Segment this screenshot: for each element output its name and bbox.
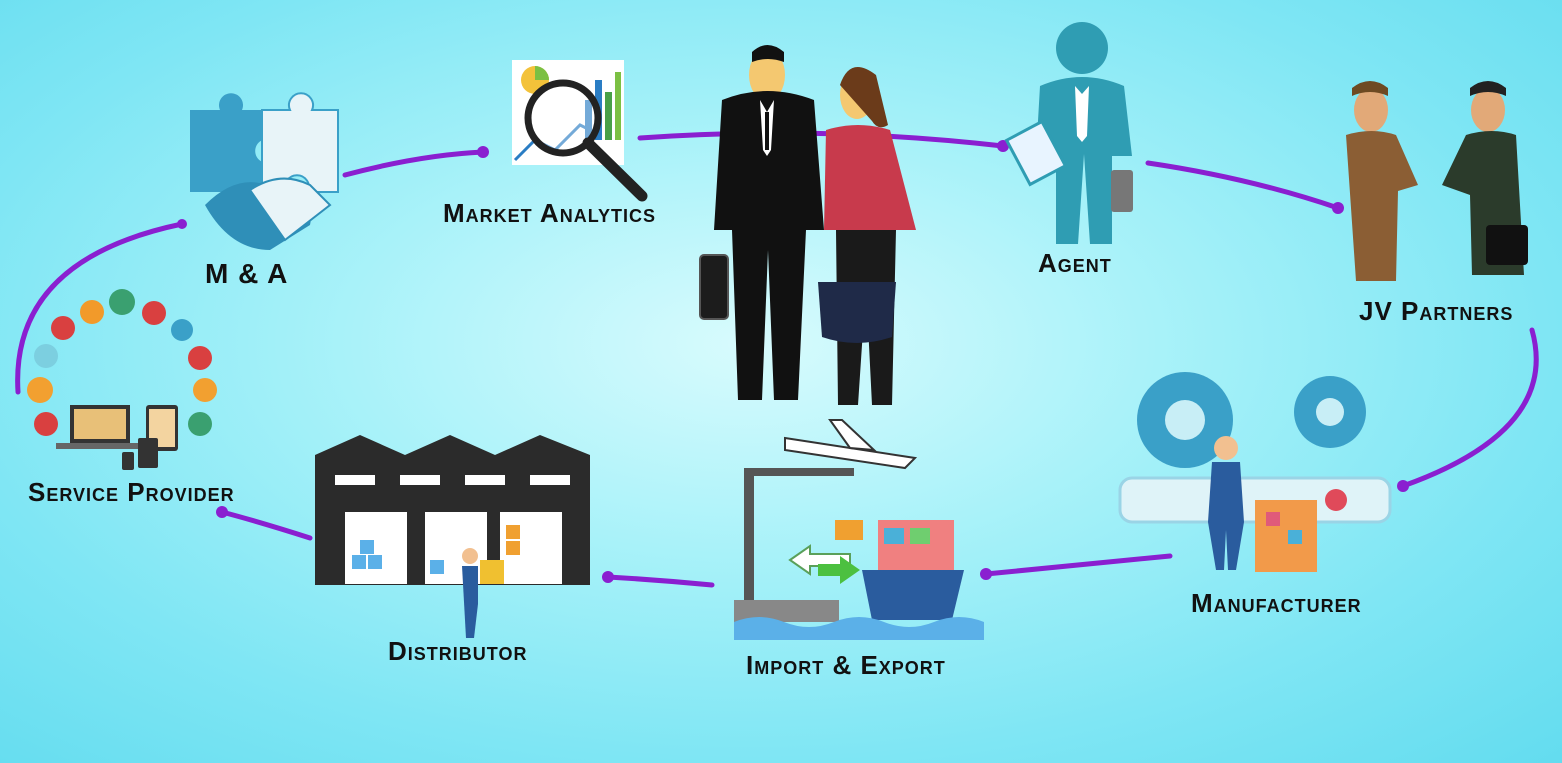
node-label-distributor: Distributor [388, 636, 528, 666]
node-label-ma: M & A [205, 258, 289, 289]
ship-plane-crane-icon [734, 419, 984, 640]
warehouse-icon [315, 435, 590, 638]
node-label-service-provider: Service Provider [28, 477, 235, 507]
devices-apps-icon [27, 289, 217, 470]
node-label-import-export: Import & Export [746, 650, 946, 680]
connector-ie-distributor [605, 574, 715, 588]
gears-factory-icon [1118, 372, 1392, 572]
connector-sp-ma [15, 221, 185, 395]
connector-agent-jv [1145, 160, 1341, 211]
node-label-agent: Agent [1038, 248, 1112, 278]
node-label-market-analytics: Market Analytics [443, 198, 657, 228]
connector-lines [15, 130, 1539, 588]
node-label-jv-partners: JV Partners [1359, 296, 1514, 326]
business-couple-icon [699, 45, 916, 405]
connector-market-agent [637, 130, 1006, 149]
agent-briefcase-icon [1004, 22, 1133, 244]
magnifier-chart-icon [512, 60, 648, 202]
node-label-manufacturer: Manufacturer [1191, 588, 1362, 618]
puzzle-handshake-icon [190, 92, 339, 250]
connector-ma-market [342, 149, 486, 178]
handshake-businessmen-icon [1346, 81, 1528, 281]
connector-manufacturer-ie [983, 553, 1173, 577]
connector-jv-manufacturer [1400, 327, 1539, 489]
connector-dots [177, 140, 1409, 583]
connector-distributor-sp [219, 509, 313, 541]
